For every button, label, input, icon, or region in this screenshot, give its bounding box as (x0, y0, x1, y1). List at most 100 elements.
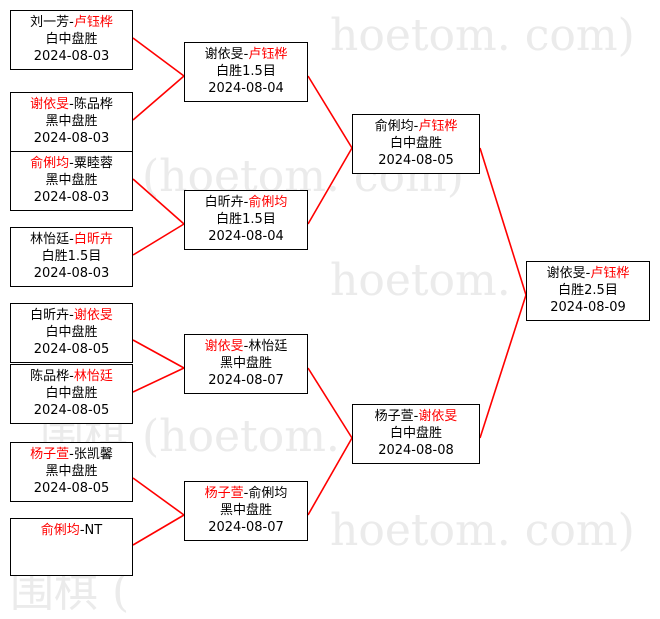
bracket-connector-lines (132, 37, 527, 546)
match-players: 谢依旻-陈品桦 (15, 96, 128, 113)
match-date: 2024-08-08 (378, 443, 454, 458)
player-one: 白昕卉 (204, 195, 244, 210)
match-players: 白昕卉-谢依旻 (15, 307, 128, 324)
player-two: 谢依旻 (418, 409, 458, 424)
player-two: 林怡廷 (248, 339, 288, 354)
player-separator: - (79, 523, 85, 538)
player-two: 粟睦蓉 (73, 156, 113, 171)
player-one: 杨子萱 (30, 447, 70, 462)
match-date: 2024-08-05 (33, 342, 110, 357)
player-two: NT (84, 523, 103, 538)
match-result: 白中盘胜 (45, 32, 98, 47)
player-two: 陈品桦 (73, 97, 113, 112)
player-one: 谢依旻 (546, 266, 586, 281)
player-separator: - (243, 339, 249, 354)
player-two: 卢钰桦 (590, 266, 630, 281)
player-two: 俞俐均 (248, 195, 288, 210)
player-two: 卢钰桦 (418, 119, 458, 134)
match-result: 白中盘胜 (389, 426, 442, 441)
match-date: 2024-08-05 (378, 153, 454, 168)
player-separator: - (413, 119, 419, 134)
player-one: 谢依旻 (204, 47, 244, 62)
match-date: 2024-08-03 (33, 190, 110, 205)
match-card: 白昕卉-谢依旻 白中盘胜 2024-08-05 (10, 303, 133, 363)
match-players: 谢依旻-林怡廷 (189, 338, 303, 355)
match-players: 谢依旻-卢钰桦 (531, 265, 645, 282)
match-card: 俞俐均-NT (10, 518, 133, 576)
player-one: 俞俐均 (374, 119, 414, 134)
player-separator: - (69, 156, 74, 171)
player-one: 陈品桦 (30, 369, 70, 384)
player-one: 刘一芳 (30, 15, 70, 30)
match-card: 白昕卉-俞俐均 白胜1.5目 2024-08-04 (184, 190, 308, 250)
match-result: 白胜1.5目 (216, 64, 276, 79)
match-result: 黑中盘胜 (219, 356, 272, 371)
player-one: 谢依旻 (30, 97, 70, 112)
match-players: 陈品桦-林怡廷 (15, 368, 128, 385)
match-players: 刘一芳-卢钰桦 (15, 14, 128, 31)
match-card: 谢依旻-卢钰桦 白胜1.5目 2024-08-04 (184, 42, 308, 102)
player-separator: - (69, 308, 74, 323)
player-two: 张凯馨 (73, 447, 113, 462)
match-players: 俞俐均-卢钰桦 (357, 118, 475, 135)
match-date: 2024-08-04 (208, 81, 284, 96)
player-one: 杨子萱 (204, 486, 244, 501)
match-result: 白中盘胜 (45, 386, 98, 401)
match-card: 林怡廷-白昕卉 白胜1.5目 2024-08-03 (10, 227, 133, 287)
match-players: 林怡廷-白昕卉 (15, 231, 128, 248)
match-card: 杨子萱-俞俐均 黑中盘胜 2024-08-07 (184, 481, 308, 541)
player-two: 白昕卉 (73, 232, 113, 247)
match-card-final: 谢依旻-卢钰桦 白胜2.5目 2024-08-09 (526, 261, 650, 321)
match-result: 白胜1.5目 (216, 212, 276, 227)
player-separator: - (69, 369, 74, 384)
match-card: 杨子萱-张凯馨 黑中盘胜 2024-08-05 (10, 442, 133, 502)
watermark-text: hoetom. com) (330, 10, 635, 61)
player-one: 白昕卉 (30, 308, 70, 323)
player-separator: - (413, 409, 419, 424)
match-result: 黑中盘胜 (45, 114, 98, 129)
match-date: 2024-08-07 (208, 520, 284, 535)
player-two: 谢依旻 (73, 308, 113, 323)
match-result: 黑中盘胜 (219, 503, 272, 518)
match-players: 俞俐均-NT (15, 522, 128, 539)
player-separator: - (69, 447, 74, 462)
match-card: 刘一芳-卢钰桦 白中盘胜 2024-08-03 (10, 10, 133, 70)
match-card: 谢依旻-陈品桦 黑中盘胜 2024-08-03 (10, 92, 133, 152)
match-date: 2024-08-04 (208, 229, 284, 244)
match-card: 陈品桦-林怡廷 白中盘胜 2024-08-05 (10, 364, 133, 424)
player-one: 杨子萱 (374, 409, 414, 424)
watermark-text: hoetom. com) (330, 505, 635, 556)
player-two: 林怡廷 (73, 369, 113, 384)
player-two: 卢钰桦 (73, 15, 113, 30)
player-separator: - (69, 15, 74, 30)
match-result: 白中盘胜 (45, 325, 98, 340)
match-date: 2024-08-03 (33, 49, 110, 64)
match-date: 2024-08-09 (550, 300, 626, 315)
match-card: 谢依旻-林怡廷 黑中盘胜 2024-08-07 (184, 334, 308, 394)
match-date: 2024-08-05 (33, 403, 110, 418)
match-players: 杨子萱-谢依旻 (357, 408, 475, 425)
match-result: 白中盘胜 (389, 136, 442, 151)
match-result: 白胜1.5目 (41, 249, 102, 264)
match-date: 2024-08-05 (33, 481, 110, 496)
match-date: 2024-08-07 (208, 373, 284, 388)
match-players: 俞俐均-粟睦蓉 (15, 155, 128, 172)
player-separator: - (243, 195, 249, 210)
match-card: 杨子萱-谢依旻 白中盘胜 2024-08-08 (352, 404, 480, 464)
player-one: 俞俐均 (40, 523, 80, 538)
match-players: 白昕卉-俞俐均 (189, 194, 303, 211)
match-card: 俞俐均-粟睦蓉 黑中盘胜 2024-08-03 (10, 151, 133, 211)
player-separator: - (69, 232, 74, 247)
player-two: 俞俐均 (248, 486, 288, 501)
tournament-bracket: 围棋 (hoetom. com) 围棋 (hoetom. com) hoetom… (10, 10, 650, 617)
player-separator: - (243, 486, 249, 501)
match-result: 黑中盘胜 (45, 464, 98, 479)
match-result: 黑中盘胜 (45, 173, 98, 188)
match-result: 白胜2.5目 (558, 283, 618, 298)
player-one: 俞俐均 (30, 156, 70, 171)
player-one: 谢依旻 (204, 339, 244, 354)
match-card: 俞俐均-卢钰桦 白中盘胜 2024-08-05 (352, 114, 480, 174)
match-date: 2024-08-03 (33, 131, 110, 146)
player-separator: - (69, 97, 74, 112)
match-players: 杨子萱-俞俐均 (189, 485, 303, 502)
